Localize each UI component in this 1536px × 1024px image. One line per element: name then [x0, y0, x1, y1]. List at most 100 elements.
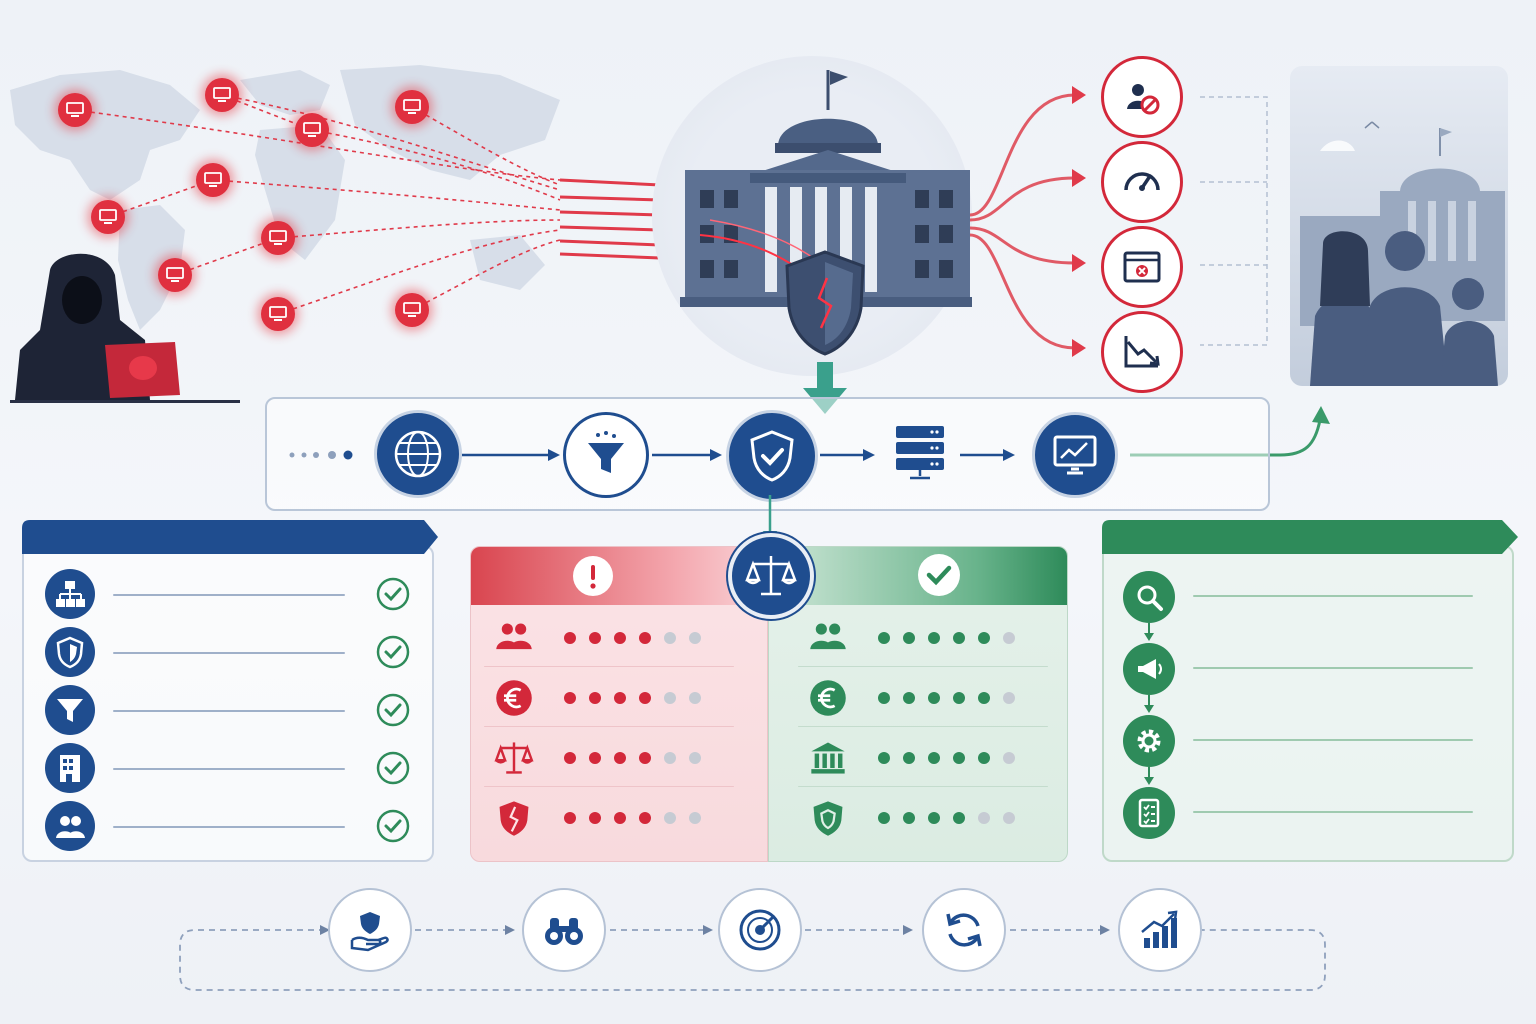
- megaphone-icon: [1123, 643, 1175, 695]
- rating-dot: [903, 692, 915, 704]
- rating-dot: [639, 692, 651, 704]
- rating-dot: [664, 812, 676, 824]
- rating-dot: [878, 692, 890, 704]
- rating-dot: [928, 752, 940, 764]
- rating-dot: [689, 812, 701, 824]
- org-chart-icon: [45, 569, 95, 619]
- step-arrow: [1142, 623, 1156, 643]
- balance-scale-icon: [728, 533, 814, 619]
- compromised-computer-icon: [395, 293, 429, 327]
- exclamation-icon: [573, 556, 613, 596]
- bank-icon: [808, 738, 848, 778]
- user-blocked-icon: [1101, 56, 1183, 138]
- scale-icon: [494, 738, 534, 778]
- compromised-computer-icon: [158, 258, 192, 292]
- impact-dashed-links: [1200, 96, 1268, 346]
- shield-icon: [45, 627, 95, 677]
- rating-dot: [689, 632, 701, 644]
- rating-dot: [953, 752, 965, 764]
- list-line: [113, 826, 345, 828]
- list-line: [113, 652, 345, 654]
- rating-dot: [689, 752, 701, 764]
- row-divider: [798, 726, 1048, 727]
- rating-dot: [564, 692, 576, 704]
- rating-bar: [564, 632, 714, 645]
- check-icon: [375, 576, 411, 612]
- compromised-computer-icon: [205, 78, 239, 112]
- filter-icon: [45, 685, 95, 735]
- globe-network-icon: [374, 410, 462, 498]
- compromised-computer-icon: [261, 297, 295, 331]
- euro-icon: [808, 678, 848, 718]
- broken-shield-icon: [494, 798, 534, 838]
- rating-dot: [928, 812, 940, 824]
- rating-dot: [564, 812, 576, 824]
- rating-dot: [639, 812, 651, 824]
- rating-bar: [878, 692, 1028, 705]
- server-rack-icon: [884, 414, 956, 486]
- list-line: [113, 768, 345, 770]
- rating-dot: [614, 812, 626, 824]
- gear-icon: [1123, 715, 1175, 767]
- rating-dot: [564, 752, 576, 764]
- compromised-computer-icon: [295, 113, 329, 147]
- row-divider: [798, 786, 1048, 787]
- header-check-icon: [918, 554, 960, 596]
- rating-dot: [903, 752, 915, 764]
- rating-dot: [1003, 692, 1015, 704]
- shield-icon: [808, 798, 848, 838]
- declining-chart-icon: [1101, 311, 1183, 393]
- building-icon: [45, 743, 95, 793]
- shield-check-icon: [726, 410, 818, 502]
- checklist-icon: [1123, 787, 1175, 839]
- rating-dot: [614, 752, 626, 764]
- browser-error-icon: [1101, 226, 1183, 308]
- row-divider: [484, 786, 734, 787]
- list-line: [1193, 811, 1473, 813]
- left-panel-header: [22, 520, 438, 554]
- rating-dot: [953, 812, 965, 824]
- people-icon: [808, 618, 848, 658]
- step-arrow: [1142, 767, 1156, 787]
- row-divider: [798, 666, 1048, 667]
- rating-dot: [614, 632, 626, 644]
- cracked-shield-icon: [783, 248, 867, 358]
- magnifier-icon: [1123, 571, 1175, 623]
- rating-dot: [903, 812, 915, 824]
- rating-dot: [589, 812, 601, 824]
- rating-dot: [564, 632, 576, 644]
- list-line: [1193, 595, 1473, 597]
- rating-dot: [978, 812, 990, 824]
- compromised-computer-icon: [261, 221, 295, 255]
- rating-bar: [878, 632, 1028, 645]
- rating-dot: [639, 632, 651, 644]
- rating-dot: [589, 752, 601, 764]
- outcome-arrow: [1130, 406, 1330, 457]
- rating-dot: [1003, 812, 1015, 824]
- rating-dot: [589, 632, 601, 644]
- check-icon: [375, 808, 411, 844]
- right-panel-header: [1102, 520, 1518, 554]
- rating-dot: [689, 692, 701, 704]
- speed-gauge-icon: [1101, 141, 1183, 223]
- citizens-scene: [1290, 66, 1508, 386]
- row-divider: [484, 666, 734, 667]
- compromised-computer-icon: [91, 200, 125, 234]
- rating-bar: [564, 692, 714, 705]
- rating-dot: [978, 632, 990, 644]
- rating-bar: [564, 812, 714, 825]
- rating-bar: [878, 812, 1028, 825]
- rating-dot: [928, 692, 940, 704]
- radar-icon: [718, 888, 802, 972]
- rating-dot: [878, 752, 890, 764]
- cycle-track: [179, 925, 1326, 991]
- rating-dot: [639, 752, 651, 764]
- impact-branches: [969, 86, 1086, 357]
- rating-dot: [928, 632, 940, 644]
- rating-dot: [664, 752, 676, 764]
- rating-bar: [878, 752, 1028, 765]
- euro-icon: [494, 678, 534, 718]
- rating-dot: [953, 632, 965, 644]
- rating-dot: [953, 692, 965, 704]
- rating-dot: [903, 632, 915, 644]
